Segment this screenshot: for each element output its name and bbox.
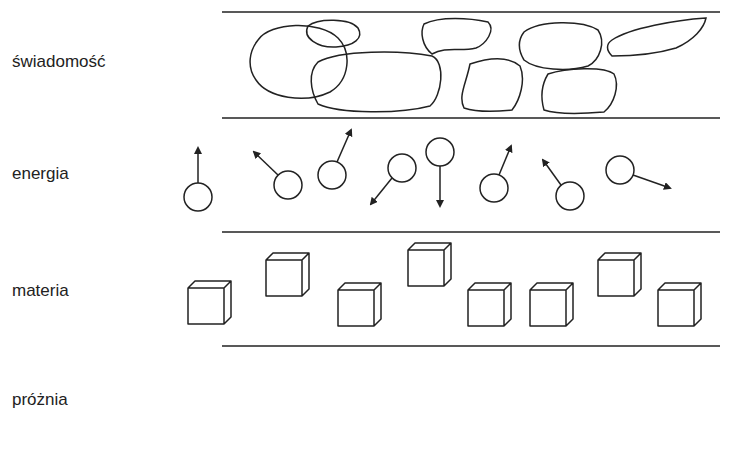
cube xyxy=(188,281,231,324)
energy-particles xyxy=(184,130,670,211)
cube xyxy=(338,283,381,326)
layer-label: materia xyxy=(12,281,69,301)
cube xyxy=(468,283,511,326)
layer-label: próżnia xyxy=(12,390,68,410)
matter-cubes xyxy=(188,243,701,326)
cube xyxy=(408,243,451,286)
cube xyxy=(266,253,309,296)
cube xyxy=(598,253,641,296)
layer-label: energia xyxy=(12,164,69,184)
cube xyxy=(658,283,701,326)
consciousness-blobs xyxy=(250,18,706,113)
cube xyxy=(530,283,573,326)
layer-label: świadomość xyxy=(12,52,106,72)
